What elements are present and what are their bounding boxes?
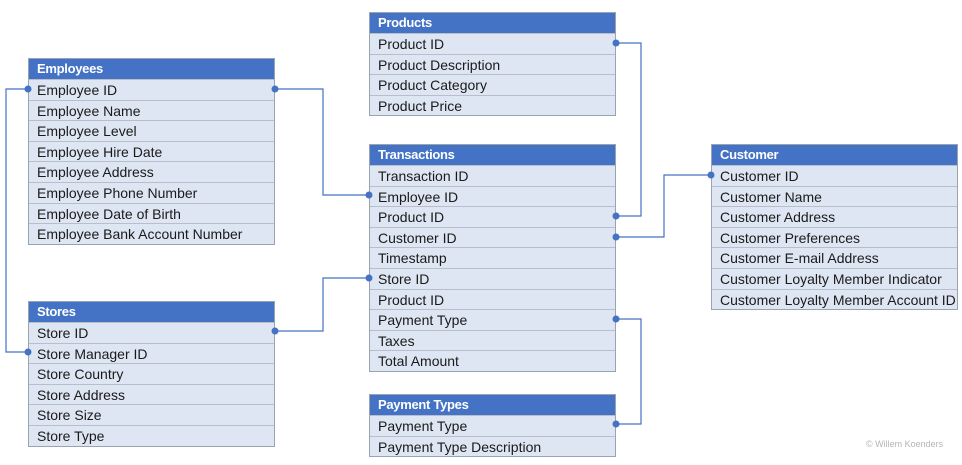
field-row: Total Amount [370,350,615,371]
employees-title: Employees [29,59,274,79]
field-row: Payment Type Description [370,435,615,457]
field-row: Store Type [29,424,274,446]
field-row: Employee Bank Account Number [29,223,274,244]
field-row: Store Manager ID [29,342,274,364]
link-product-transaction [616,42,642,217]
connector-dot [612,233,620,241]
products-title: Products [370,13,615,33]
credit-text: © Willem Koenders [866,439,944,449]
field-row: Customer Preferences [712,226,957,248]
field-row: Payment Type [370,309,615,330]
field-row: Product Description [370,53,615,75]
field-row: Timestamp [370,247,615,268]
field-row: Store ID [29,322,274,343]
connector-dot [612,315,620,323]
transactions-title: Transactions [370,145,615,165]
field-row: Employee Level [29,120,274,141]
field-row: Customer Loyalty Member Indicator [712,267,957,289]
connector-dot [24,85,32,93]
link-employee-storemanager [5,88,28,353]
connector-dot [365,274,373,282]
field-row: Customer Address [712,206,957,227]
field-row: Taxes [370,329,615,351]
connector-dot [271,85,279,93]
connector-dot [707,171,715,179]
field-row: Transaction ID [370,165,615,186]
field-row: Customer E-mail Address [712,247,957,268]
field-row: Payment Type [370,415,615,436]
field-row: Customer ID [712,165,957,186]
payment-types-title: Payment Types [370,395,615,415]
field-row: Employee Hire Date [29,140,274,162]
link-store-transaction [275,277,369,332]
field-row: Customer Name [712,185,957,207]
field-row: Employee ID [29,79,274,100]
field-row: Product ID [370,33,615,54]
link-employee-transaction [275,88,369,196]
link-customer-transaction [616,174,711,238]
field-row: Employee Address [29,161,274,182]
field-row: Store Country [29,363,274,384]
connector-dot [271,327,279,335]
field-row: Product Category [370,74,615,95]
field-row: Customer ID [370,226,615,248]
field-row: Store Size [29,404,274,425]
connector-dot [24,348,32,356]
connector-dot [612,39,620,47]
field-row: Customer Loyalty Member Account ID [712,288,957,310]
connector-dot [612,212,620,220]
link-payment-type [616,318,642,425]
field-row: Employee ID [370,185,615,207]
field-row: Product Price [370,94,615,116]
stores-title: Stores [29,302,274,322]
field-row: Employee Phone Number [29,181,274,203]
customer-title: Customer [712,145,957,165]
field-row: Product ID [370,288,615,310]
field-row: Product ID [370,206,615,227]
connector-dot [365,191,373,199]
field-row: Store ID [370,267,615,289]
field-row: Employee Name [29,99,274,121]
field-row: Store Address [29,383,274,405]
connector-dot [612,420,620,428]
field-row: Employee Date of Birth [29,202,274,224]
